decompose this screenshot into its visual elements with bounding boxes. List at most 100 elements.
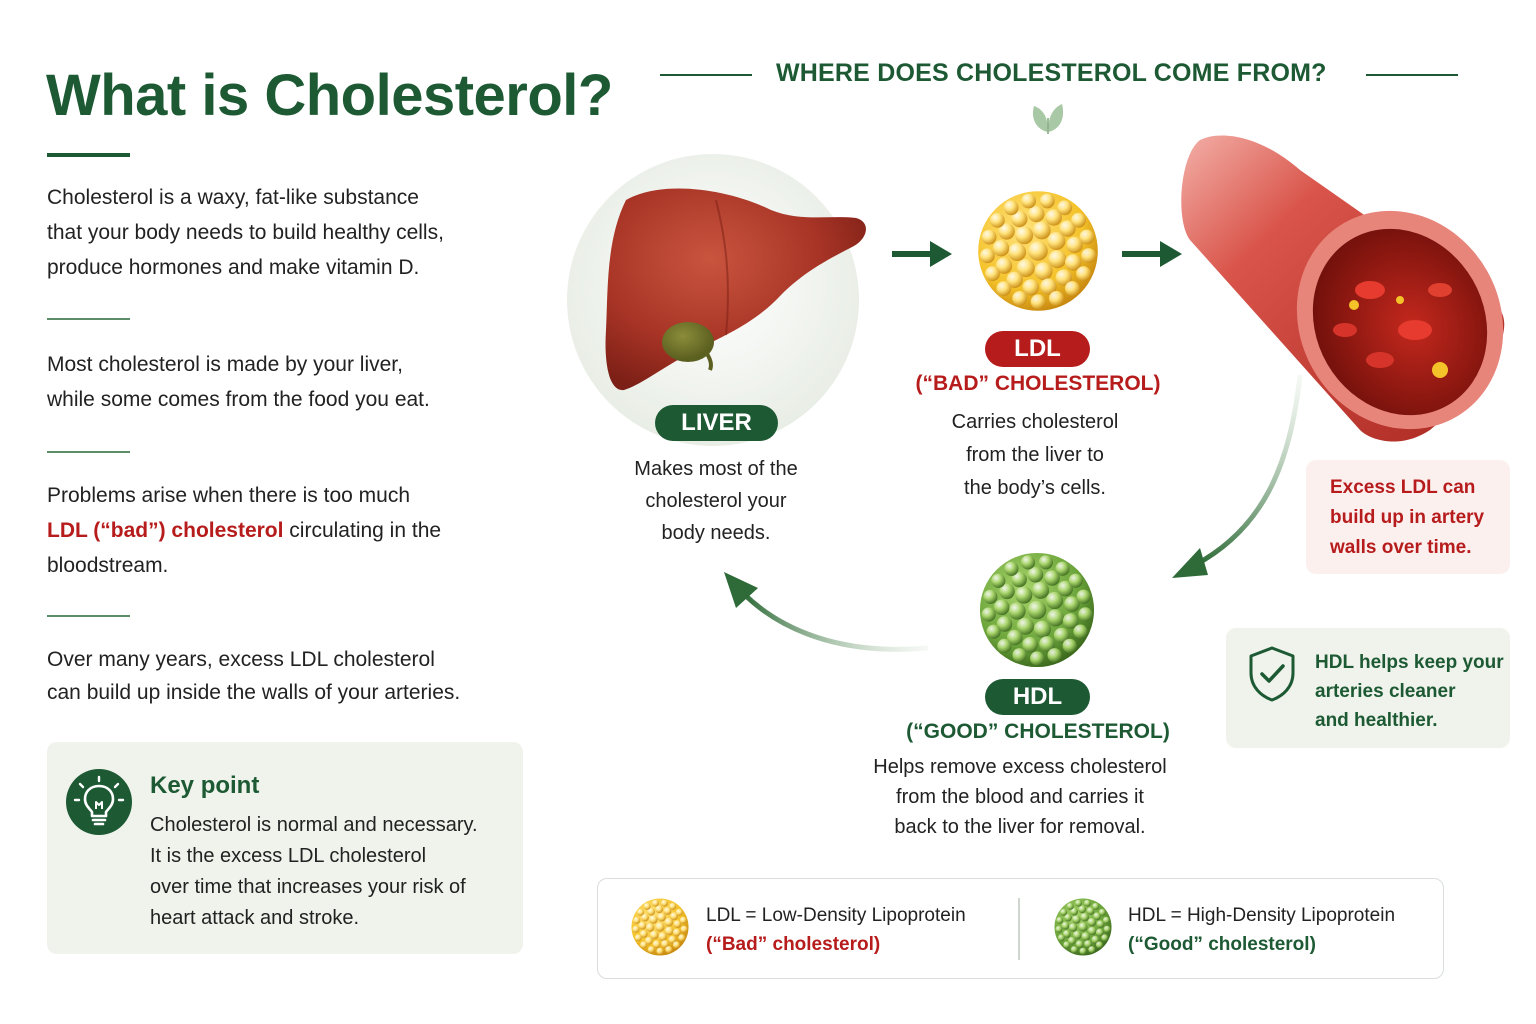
hdl-subtitle: (“GOOD” CHOLESTEROL): [906, 720, 1170, 743]
arrow-right-icon: [892, 241, 952, 267]
divider: [47, 451, 130, 453]
particle-bubble: [1045, 591, 1064, 610]
particle-bubble: [1062, 638, 1077, 653]
particle-bubble: [993, 599, 1010, 616]
divider: [47, 318, 130, 320]
particle-bubble: [1056, 916, 1064, 924]
particle-bubble: [1070, 946, 1078, 954]
particle-bubble: [1015, 586, 1033, 604]
intro-p4-line: can build up inside the walls of your ar…: [47, 681, 461, 704]
particle-bubble: [1061, 921, 1070, 930]
particle-bubble: [1015, 226, 1034, 245]
particle-bubble: [1012, 291, 1028, 306]
hdl-note-line: HDL helps keep your: [1315, 652, 1504, 673]
particle-bubble: [649, 930, 659, 940]
liver-desc-line: cholesterol your: [645, 490, 787, 512]
particle-bubble: [996, 616, 1013, 632]
hdl-desc-line: Helps remove excess cholesterol: [873, 756, 1167, 778]
liver-illustration: [567, 154, 866, 446]
particle-bubble: [678, 934, 686, 942]
particle-bubble: [1072, 930, 1082, 940]
particle-bubble: [1016, 259, 1035, 277]
particle-bubble: [658, 932, 667, 941]
particle-bubble: [985, 266, 1000, 282]
particle-bubble: [1044, 570, 1060, 586]
particle-bubble: [1068, 573, 1083, 588]
header-rule-left: [660, 74, 752, 76]
particle-bubble: [1078, 607, 1093, 622]
ldl-label: LDL: [985, 331, 1090, 367]
particle-bubble: [1066, 902, 1074, 910]
legend-hdl-definition: HDL = High-Density Lipoprotein: [1128, 905, 1396, 926]
particle-bubble: [679, 916, 687, 924]
legend-ldl-definition: LDL = Low-Density Lipoprotein: [706, 905, 966, 926]
intro-paragraph-1: Cholesterol is a waxy, fat-like substanc…: [47, 180, 444, 285]
hdl-desc-line: from the blood and carries it: [896, 786, 1144, 808]
particle-bubble: [1028, 241, 1048, 261]
particle-bubble: [1034, 262, 1053, 281]
particle-bubble: [649, 915, 658, 924]
particle-bubble: [1087, 926, 1097, 936]
particle-bubble: [1057, 580, 1073, 597]
particle-bubble: [1047, 232, 1066, 250]
intro-p2-line: Most cholesterol is made by your liver,: [47, 353, 403, 376]
particle-bubble: [647, 946, 655, 954]
particle-bubble: [1055, 561, 1070, 576]
particle-bubble: [992, 240, 1010, 257]
particle-bubble: [663, 907, 672, 915]
particle-bubble: [1046, 609, 1064, 627]
particle-bubble: [1033, 620, 1051, 638]
particle-bubble: [647, 907, 655, 916]
particle-bubble: [980, 248, 995, 264]
particle-bubble: [1095, 941, 1103, 949]
particle-bubble: [1092, 902, 1100, 910]
particle-bubble: [1064, 281, 1080, 296]
curved-arrow-icon: [724, 572, 929, 652]
artery-note-line: build up in artery: [1330, 507, 1485, 528]
particle-bubble: [1096, 920, 1105, 928]
particle-bubble: [1057, 200, 1073, 216]
legend-divider: [1018, 898, 1020, 960]
particle-bubble: [640, 941, 648, 949]
particle-bubble: [652, 899, 659, 907]
particle-bubble: [643, 902, 651, 910]
particle-bubble: [680, 925, 688, 933]
particle-bubble: [1027, 566, 1044, 583]
particle-bubble: [1040, 278, 1057, 295]
particle-bubble: [1016, 617, 1034, 635]
particle-bubble: [1021, 193, 1036, 209]
intro-paragraph-4: Over many years, excess LDL cholesterol …: [47, 643, 460, 709]
particle-bubble: [1095, 928, 1104, 937]
page-title: What is Cholesterol?: [46, 63, 613, 128]
particle-bubble: [1068, 936, 1076, 945]
hdl-label: HDL: [985, 679, 1090, 715]
particle-bubble: [1088, 946, 1096, 954]
particle-bubble: [1004, 561, 1019, 576]
key-point-text: Cholesterol is normal and necessary. It …: [150, 810, 478, 934]
particle-bubble: [1083, 899, 1091, 907]
particle-bubble: [1012, 648, 1027, 663]
arrow-right-icon: [1122, 241, 1182, 267]
particle-bubble: [1086, 907, 1095, 915]
particle-bubble: [998, 223, 1015, 240]
liver-desc-line: Makes most of the: [634, 458, 798, 480]
artery-note-line: walls over time.: [1330, 537, 1472, 558]
particle-bubble: [1049, 291, 1064, 306]
hdl-particle-illustration: [979, 552, 1095, 668]
particle-bubble: [638, 921, 647, 930]
particle-bubble: [1078, 922, 1088, 932]
particle-bubble: [1008, 602, 1026, 620]
particle-bubble: [1039, 193, 1055, 209]
legend-box: [597, 878, 1444, 979]
particle-bubble: [1087, 917, 1097, 927]
particle-bubble: [664, 926, 674, 936]
particle-bubble: [655, 922, 665, 932]
particle-bubble: [1066, 236, 1083, 254]
legend-ldl-subtitle: (“Bad” cholesterol): [706, 934, 881, 955]
particle-bubble: [1055, 269, 1072, 286]
particle-bubble: [632, 925, 640, 933]
ldl-particle-illustration: [978, 191, 1098, 311]
intro-p3-line: Problems arise when there is too much: [47, 484, 410, 507]
particle-bubble: [1007, 629, 1023, 646]
ldl-desc-line: the body’s cells.: [964, 477, 1106, 499]
